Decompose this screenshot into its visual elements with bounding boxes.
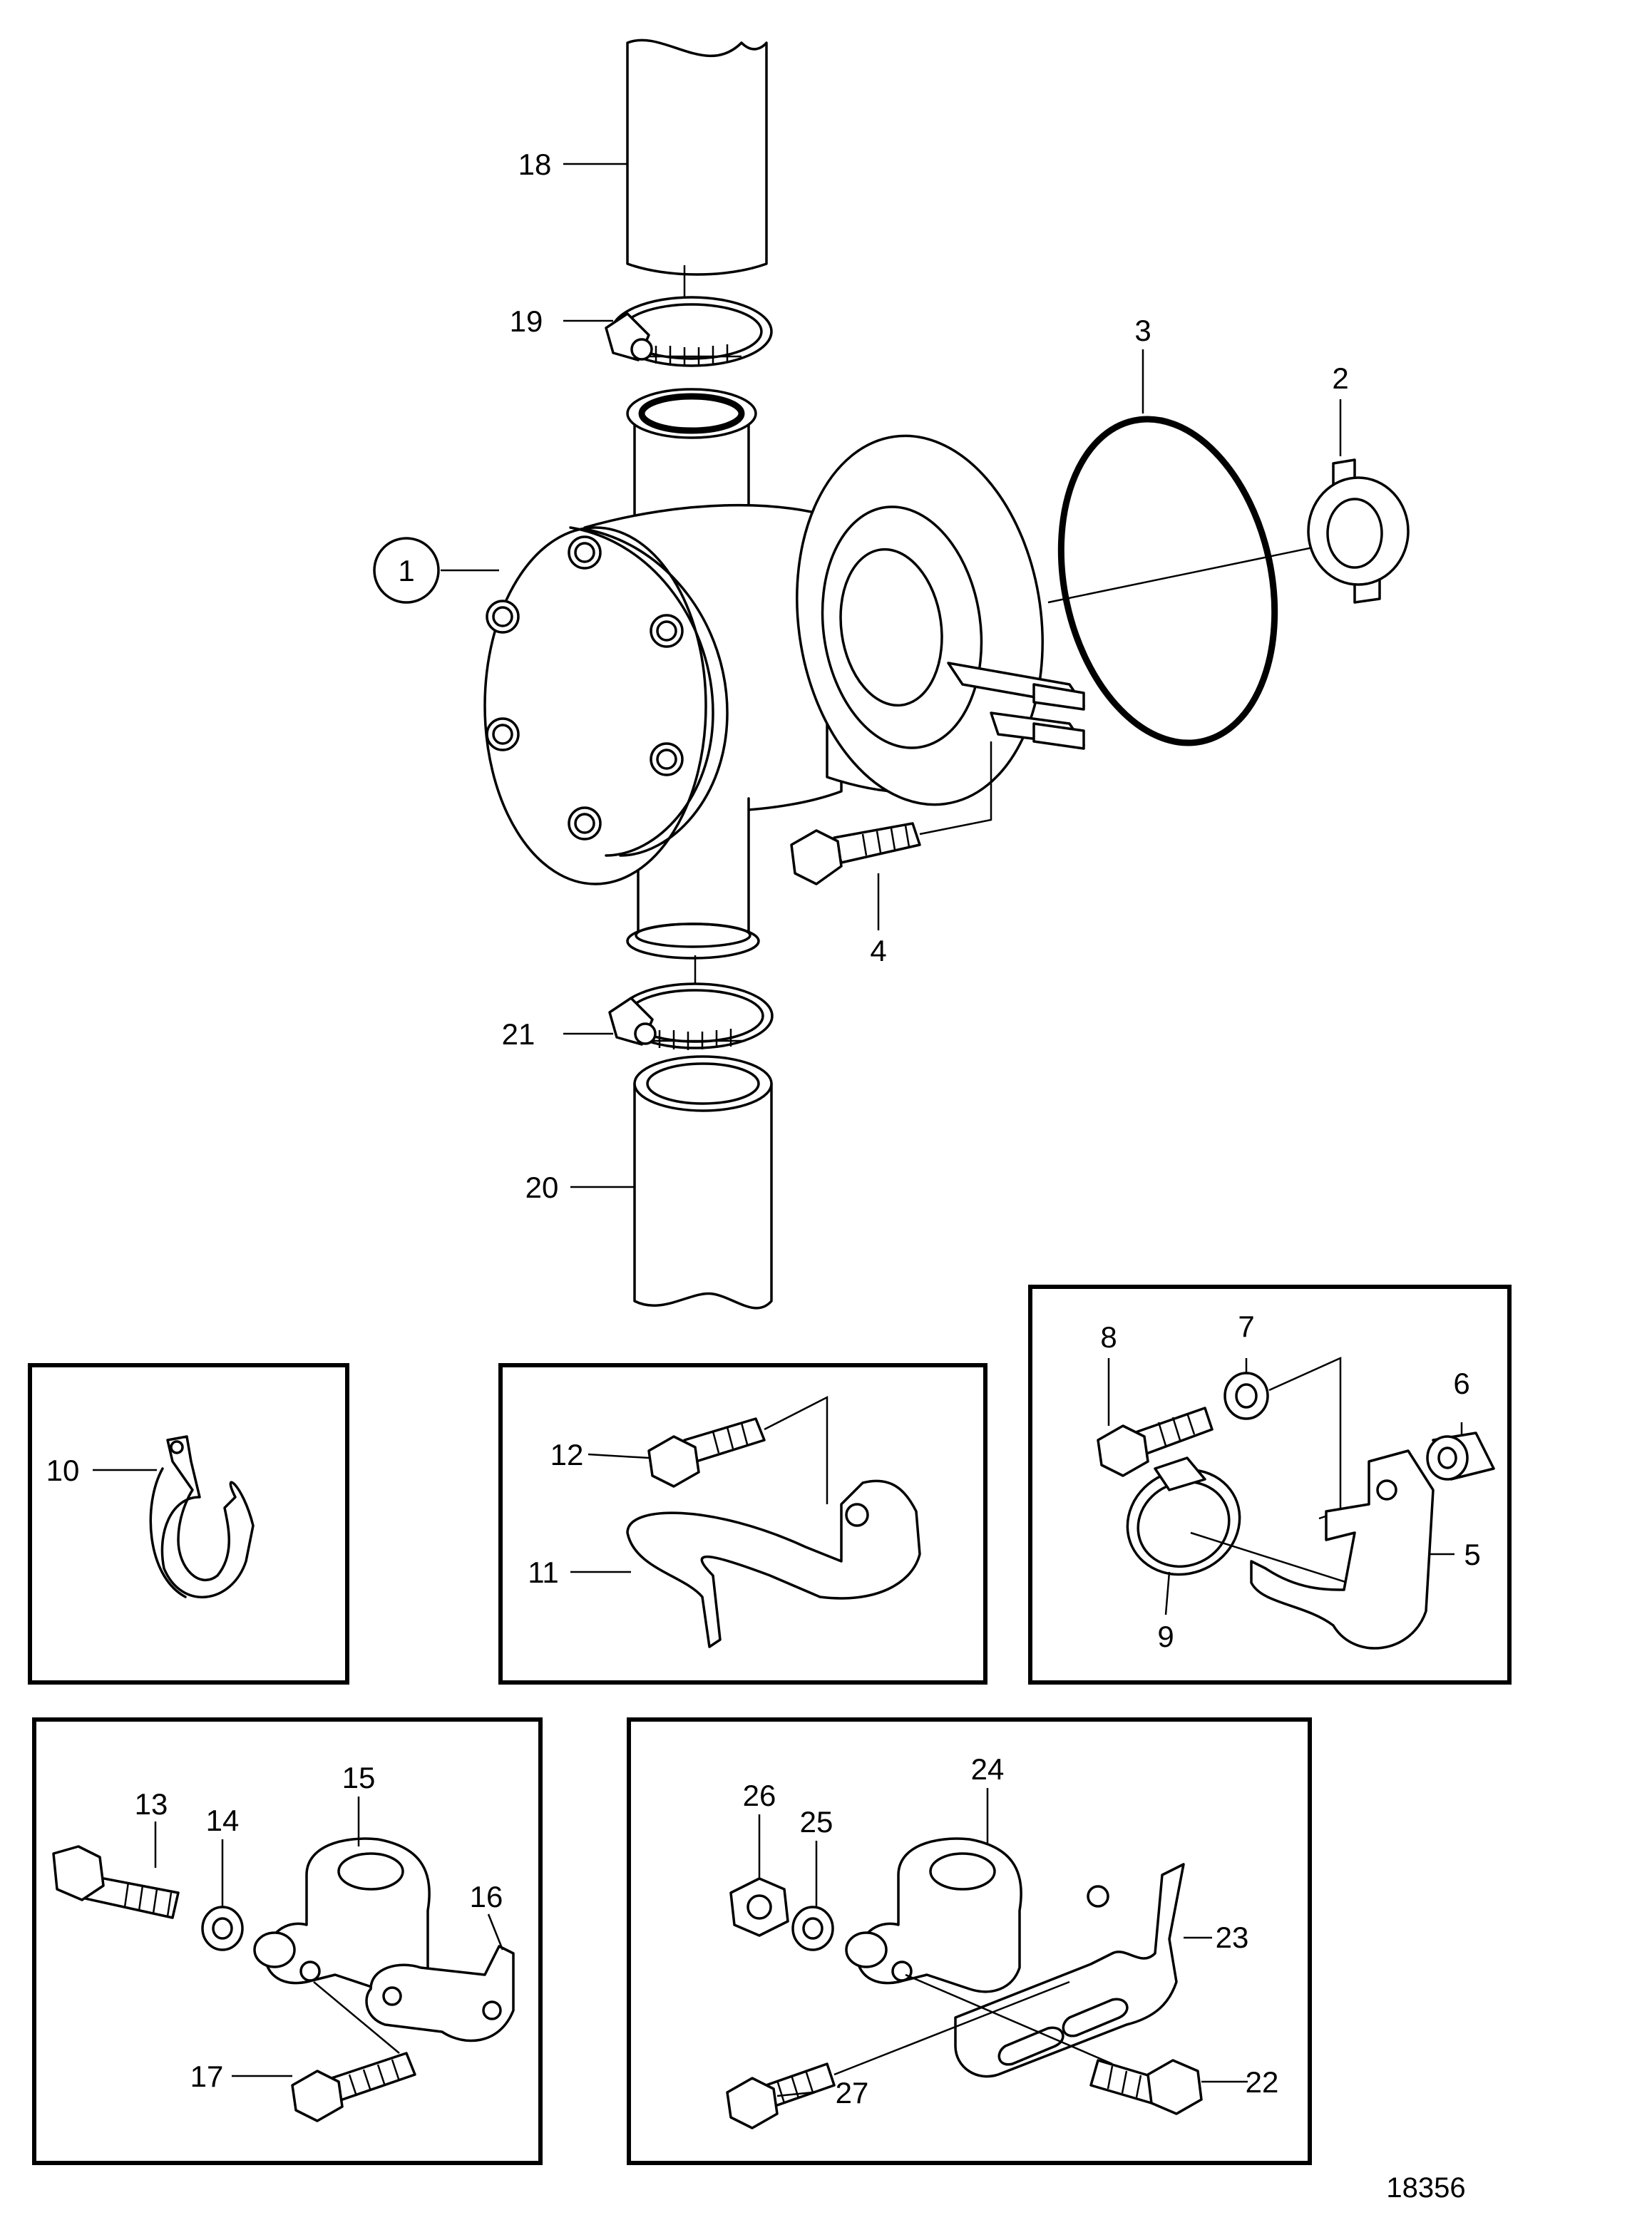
callout-26: 26 — [743, 1779, 776, 1812]
inset-box-10 — [28, 1363, 349, 1685]
callout-10: 10 — [46, 1454, 80, 1487]
cover-bolts — [486, 535, 684, 841]
lower-hose-clamp — [608, 955, 774, 1050]
upper-hose — [626, 38, 768, 321]
upper-hose-clamp — [605, 296, 773, 367]
callout-20: 20 — [525, 1171, 559, 1204]
callout-16: 16 — [470, 1880, 503, 1913]
callout-8: 8 — [1100, 1320, 1117, 1354]
callout-21: 21 — [502, 1017, 535, 1051]
callout-9: 9 — [1157, 1620, 1174, 1653]
callout-11: 11 — [528, 1556, 559, 1589]
inset-box-13-17 — [32, 1717, 543, 2165]
o-ring — [1047, 416, 1341, 746]
lower-hose — [633, 1055, 773, 1310]
callout-7: 7 — [1238, 1310, 1254, 1343]
inset-box-22-27 — [627, 1717, 1312, 2165]
drawing-number: 18356 — [1386, 2172, 1465, 2204]
callout-4: 4 — [870, 934, 886, 967]
mounting-bolt — [790, 741, 992, 885]
leader-lines — [93, 163, 1463, 2097]
inset-box-5-9 — [1028, 1285, 1512, 1685]
callouts: 1 2 3 4 5 6 7 8 9 10 11 12 13 14 15 16 1… — [46, 148, 1481, 2204]
callout-19: 19 — [510, 304, 543, 338]
pump-body — [483, 388, 1085, 960]
callout-3: 3 — [1134, 314, 1151, 347]
callout-24: 24 — [971, 1752, 1005, 1786]
callout-1-circle — [373, 537, 440, 604]
callout-23: 23 — [1216, 1921, 1249, 1954]
callout-18: 18 — [518, 148, 552, 181]
callout-13: 13 — [135, 1787, 168, 1821]
callout-6: 6 — [1453, 1367, 1469, 1400]
callout-25: 25 — [800, 1805, 833, 1839]
callout-27: 27 — [836, 2076, 869, 2109]
callout-1: 1 — [398, 554, 414, 587]
callout-17: 17 — [190, 2060, 224, 2093]
callout-22: 22 — [1246, 2065, 1279, 2099]
callout-12: 12 — [550, 1438, 584, 1471]
callout-15: 15 — [342, 1761, 376, 1794]
callout-5: 5 — [1464, 1538, 1480, 1571]
coupling — [1307, 458, 1410, 604]
callout-2: 2 — [1332, 361, 1348, 395]
inset-box-11-12 — [498, 1363, 987, 1685]
callout-14: 14 — [206, 1804, 240, 1837]
